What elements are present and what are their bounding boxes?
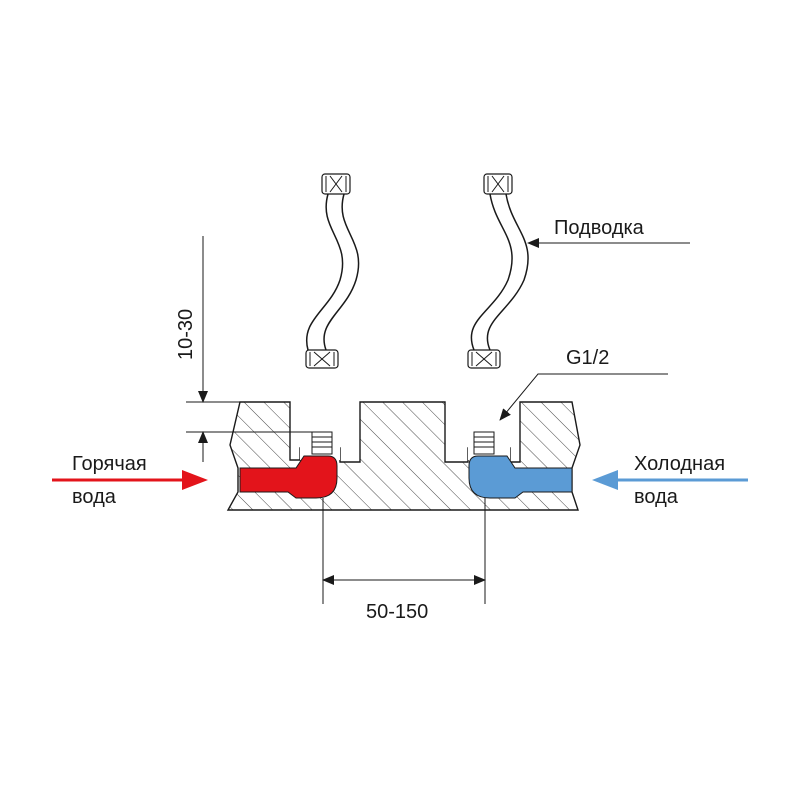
cold-water-pipe [468, 431, 573, 499]
hot-water-pipe [239, 431, 338, 499]
hot-water-label-line2: вода [72, 486, 117, 508]
spacing-dimension: 50-150 [322, 498, 486, 623]
hot-water-inlet: Горячая вода [52, 453, 208, 508]
cold-supply-hose [467, 173, 529, 369]
hot-water-label-line1: Горячая [72, 453, 147, 475]
spacing-dimension-label: 50-150 [366, 601, 428, 623]
hot-supply-hose [305, 173, 360, 369]
thread-size-callout: G1/2 [499, 347, 668, 421]
cold-water-label-line1: Холодная [634, 453, 725, 475]
supply-hose-callout: Подводка [527, 217, 690, 248]
cold-water-label-line2: вода [634, 486, 679, 508]
cold-water-inlet: Холодная вода [592, 453, 748, 508]
wall-section [226, 401, 581, 511]
thread-size-label: G1/2 [566, 347, 609, 369]
supply-hose-label: Подводка [554, 217, 645, 239]
height-dimension-label: 10-30 [175, 309, 197, 360]
height-dimension: 10-30 [175, 236, 312, 462]
